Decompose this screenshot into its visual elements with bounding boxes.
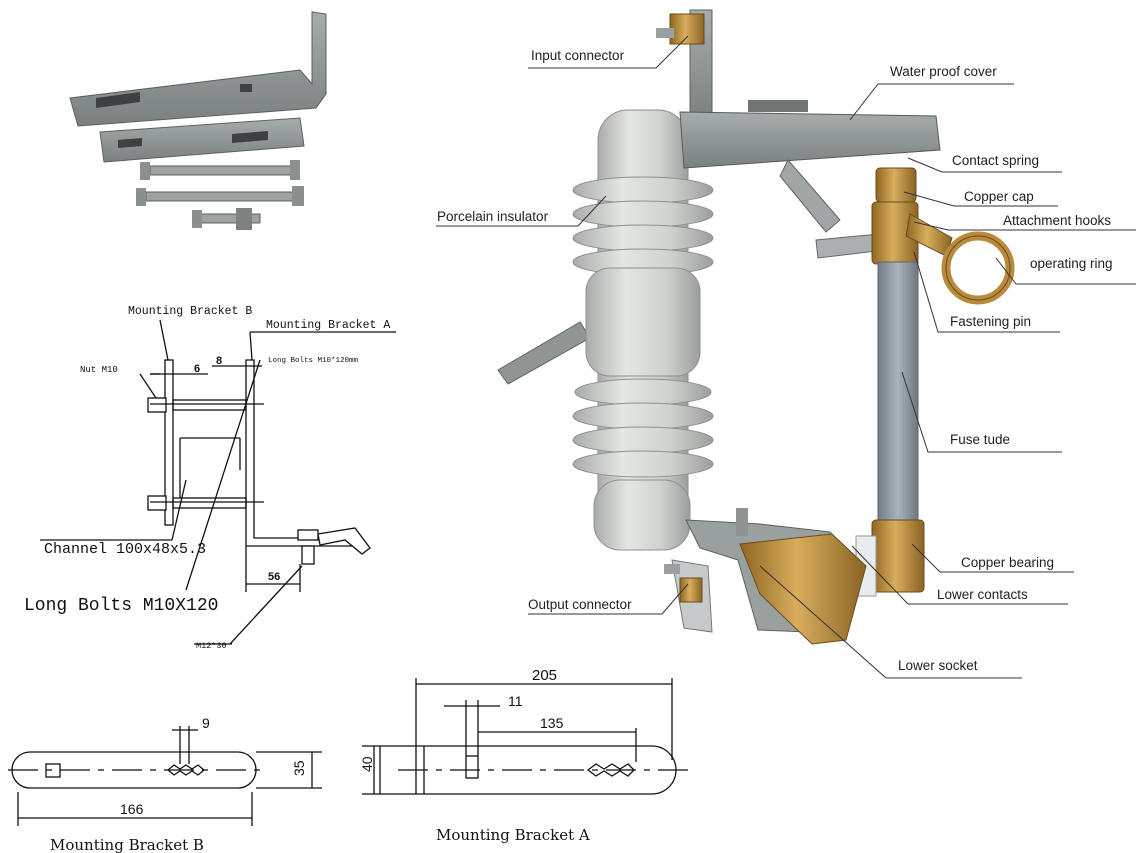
hardware-photo [69, 11, 327, 230]
callout-operating-ring: operating ring [1030, 256, 1113, 271]
caption-bracket-a: Mounting Bracket A [436, 826, 590, 844]
dim-56: 56 [268, 571, 280, 583]
callout-porcelain-insulator: Porcelain insulator [437, 209, 549, 224]
dim-a-offset: 135 [540, 715, 564, 731]
callout-lower-socket: Lower socket [898, 658, 978, 673]
bracket-b-drawing [8, 726, 322, 826]
callout-contact-spring: Contact spring [952, 153, 1039, 168]
callout-attachment-hooks: Attachment hooks [1003, 213, 1111, 228]
label-bolt-m12: M12*30 [196, 641, 227, 651]
label-mounting-bracket-b: Mounting Bracket B [128, 305, 252, 318]
bracket-a-drawing [362, 678, 694, 795]
callout-copper-cap: Copper cap [964, 189, 1034, 204]
dim-a-length: 205 [532, 667, 557, 684]
dim-a-slot: 11 [508, 693, 523, 709]
dim-8: 8 [216, 355, 222, 367]
callout-lower-contacts: Lower contacts [937, 587, 1028, 602]
label-mounting-bracket-a: Mounting Bracket A [266, 319, 390, 332]
dim-b-length: 166 [120, 801, 144, 817]
callout-fuse-tude: Fuse tude [950, 432, 1010, 447]
callout-water-proof-cover: Water proof cover [890, 64, 997, 79]
dim-b-height: 35 [291, 760, 307, 776]
label-nut: Nut M10 [80, 365, 118, 375]
callout-output-connector: Output connector [528, 597, 632, 612]
caption-bracket-b: Mounting Bracket B [50, 836, 204, 853]
callout-leaders [436, 35, 1136, 679]
dim-b-slot: 9 [202, 715, 210, 731]
dim-6: 6 [194, 363, 200, 375]
dim-a-height: 40 [359, 756, 375, 772]
label-long-bolts: Long Bolts M10X120 [24, 596, 218, 616]
cutout-fuse-photo [497, 9, 1015, 645]
callout-copper-bearing: Copper bearing [961, 555, 1054, 570]
installation-drawing [40, 319, 396, 645]
label-channel: Channel 100x48x5.3 [44, 541, 206, 558]
callout-fastening-pin: Fastening pin [950, 314, 1031, 329]
label-long-bolts-small: Long Bolts M10*120mm [268, 357, 359, 365]
callout-input-connector: Input connector [531, 48, 625, 63]
